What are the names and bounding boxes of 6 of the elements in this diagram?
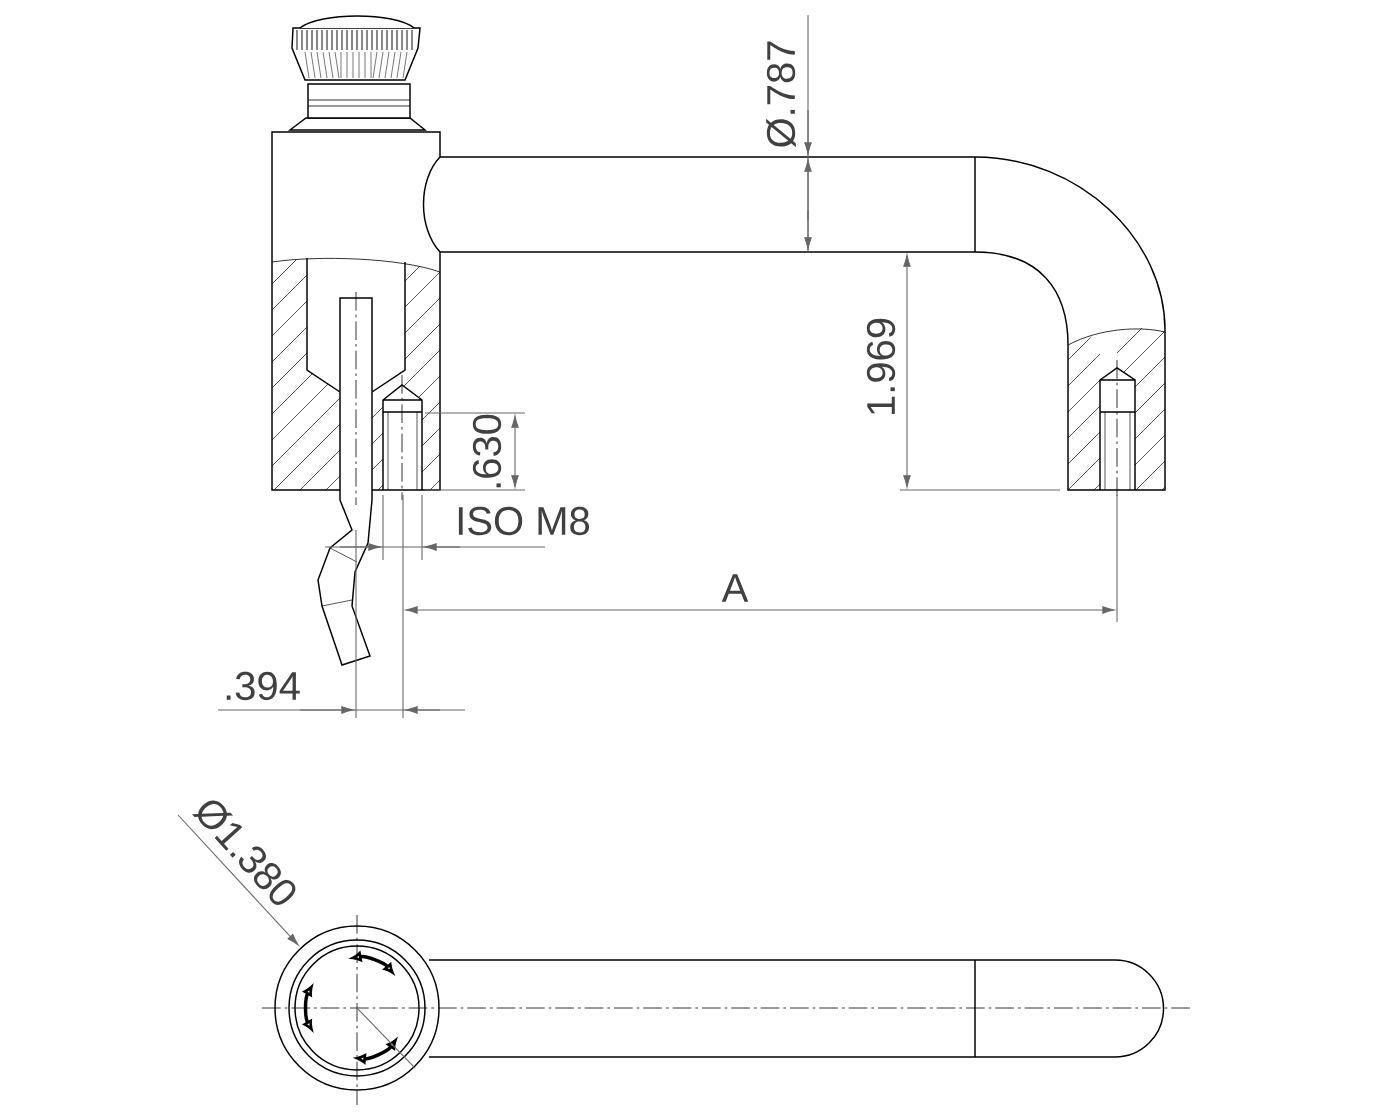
dimension-label: ISO M8: [458, 506, 590, 536]
dimension-label: .394: [226, 671, 300, 701]
dimension-label: .630: [472, 414, 502, 488]
dimension-label: 1.969: [866, 318, 896, 414]
dimension-label: Ø.787: [766, 41, 796, 148]
dimension-label: A: [721, 574, 749, 602]
